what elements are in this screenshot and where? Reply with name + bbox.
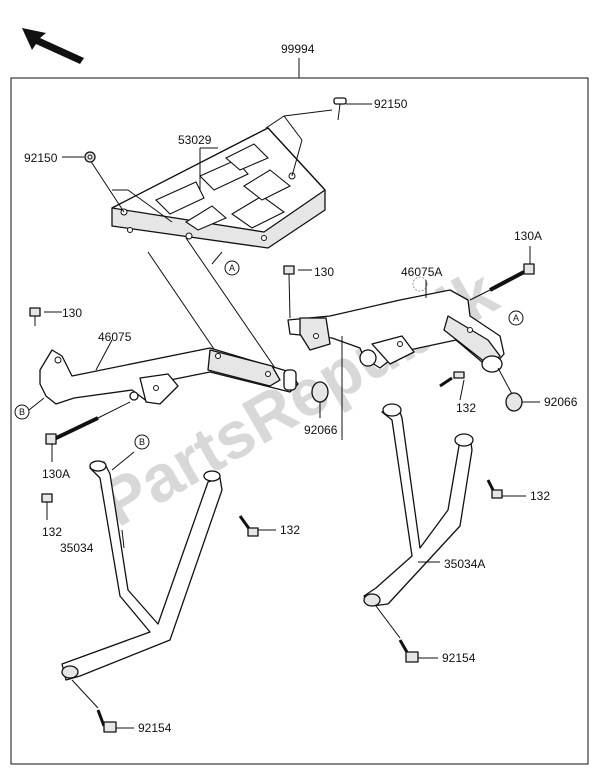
stay-left xyxy=(61,451,223,681)
bolt-132-right-b xyxy=(486,479,526,499)
callout-grommet-left: 92066 xyxy=(304,423,338,437)
grommet-92066-right xyxy=(497,367,540,412)
callout-bolt-left-top: 92150 xyxy=(24,151,58,165)
bolt-132-left-b xyxy=(238,515,276,537)
ref-circle-a-plate: A xyxy=(224,260,240,276)
callout-bolt-130a-right: 130A xyxy=(514,229,542,243)
callout-grommet-right: 92066 xyxy=(544,395,578,409)
bracket-plate xyxy=(111,127,326,249)
callout-stay-right: 35034A xyxy=(444,557,485,571)
grommet-92066-left xyxy=(311,381,329,418)
callout-stay-left: 35034 xyxy=(60,541,94,555)
bolt-92154-left xyxy=(71,679,134,733)
callout-bolt-132-right-a: 132 xyxy=(456,401,476,415)
callout-bolt-top: 92150 xyxy=(374,97,408,111)
bolt-132-left-a xyxy=(41,493,53,520)
stay-right xyxy=(363,403,474,607)
callout-assembly: 99994 xyxy=(281,42,315,56)
ref-circle-a-right: A xyxy=(508,310,524,326)
callout-bolt-92154-right: 92154 xyxy=(442,651,476,665)
rail-right xyxy=(287,276,505,440)
callout-bolt-132-right-b: 132 xyxy=(530,489,550,503)
callout-rail-left: 46075 xyxy=(98,330,132,344)
ref-circle-b-left: B xyxy=(14,397,45,420)
rail-left xyxy=(39,339,299,405)
front-direction-arrow-icon xyxy=(22,28,84,64)
svg-text:B: B xyxy=(139,437,145,447)
bolt-130-center xyxy=(283,265,312,319)
svg-text:A: A xyxy=(229,263,235,273)
bolt-92150-top xyxy=(333,97,372,121)
bolt-130-left xyxy=(29,307,62,326)
nut-92150-left xyxy=(62,151,96,163)
bolt-130a-left xyxy=(45,391,139,462)
callout-bolt-130a-left: 130A xyxy=(42,467,70,481)
callout-rail-right: 46075A xyxy=(401,265,442,279)
callout-bracket-plate: 53029 xyxy=(178,133,212,147)
svg-text:A: A xyxy=(513,313,519,323)
callout-bolt-130-center: 130 xyxy=(314,265,334,279)
callout-bolt-92154-left: 92154 xyxy=(138,721,172,735)
assembly-frame xyxy=(10,58,589,765)
callout-bolt-130-left: 130 xyxy=(62,306,82,320)
svg-text:B: B xyxy=(19,407,25,417)
callout-bolt-132-left-a: 132 xyxy=(42,525,62,539)
bolt-132-right-a xyxy=(439,371,465,401)
bolt-130a-right xyxy=(469,246,535,301)
ref-circle-b-stay: B xyxy=(134,434,150,450)
bolt-92154-right xyxy=(375,605,438,663)
callout-bolt-132-left-b: 132 xyxy=(280,523,300,537)
